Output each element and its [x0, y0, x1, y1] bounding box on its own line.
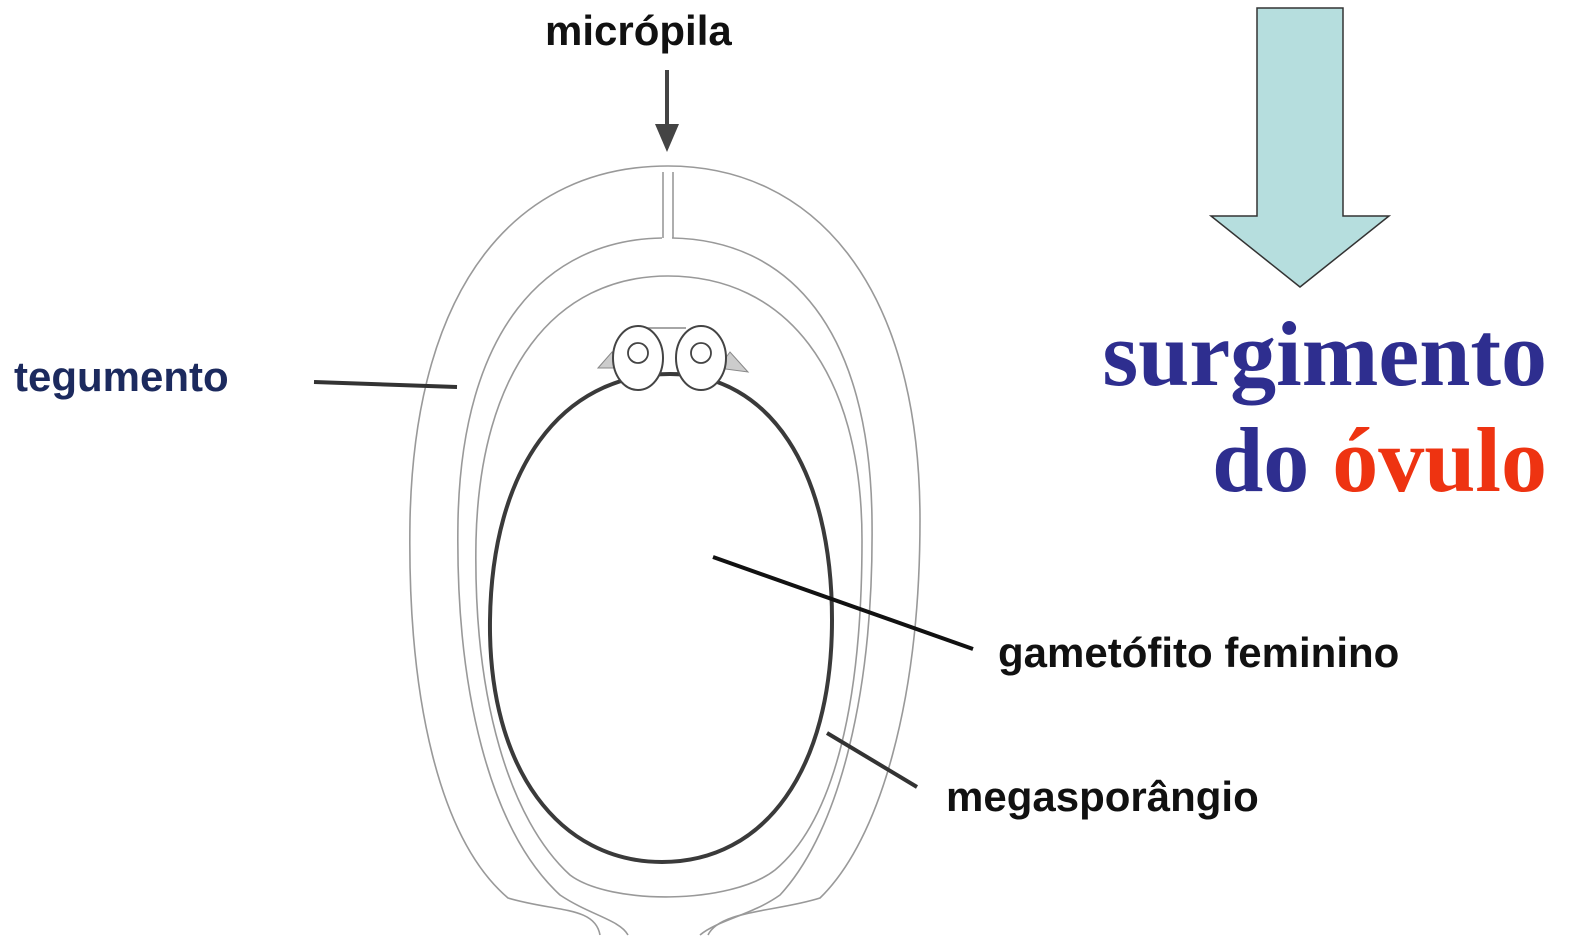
gametophyte-outline — [490, 374, 832, 862]
heading-word-ovulo: óvulo — [1332, 409, 1547, 511]
label-megasporangio: megasporângio — [946, 776, 1259, 818]
label-gametofito-feminino: gametófito feminino — [998, 632, 1399, 674]
label-micropila: micrópila — [545, 10, 732, 52]
heading-line-2: do óvulo — [1212, 414, 1547, 506]
label-tegumento: tegumento — [14, 356, 229, 398]
big-down-arrow-icon — [1211, 8, 1389, 287]
micropila-arrow-icon — [655, 70, 679, 152]
heading-line-1: surgimento — [1102, 308, 1547, 400]
micropyle-canal — [663, 172, 673, 238]
heading-word-surgimento: surgimento — [1102, 303, 1547, 405]
tegumento-pointer-line — [314, 382, 457, 387]
heading-word-do: do — [1212, 409, 1309, 511]
